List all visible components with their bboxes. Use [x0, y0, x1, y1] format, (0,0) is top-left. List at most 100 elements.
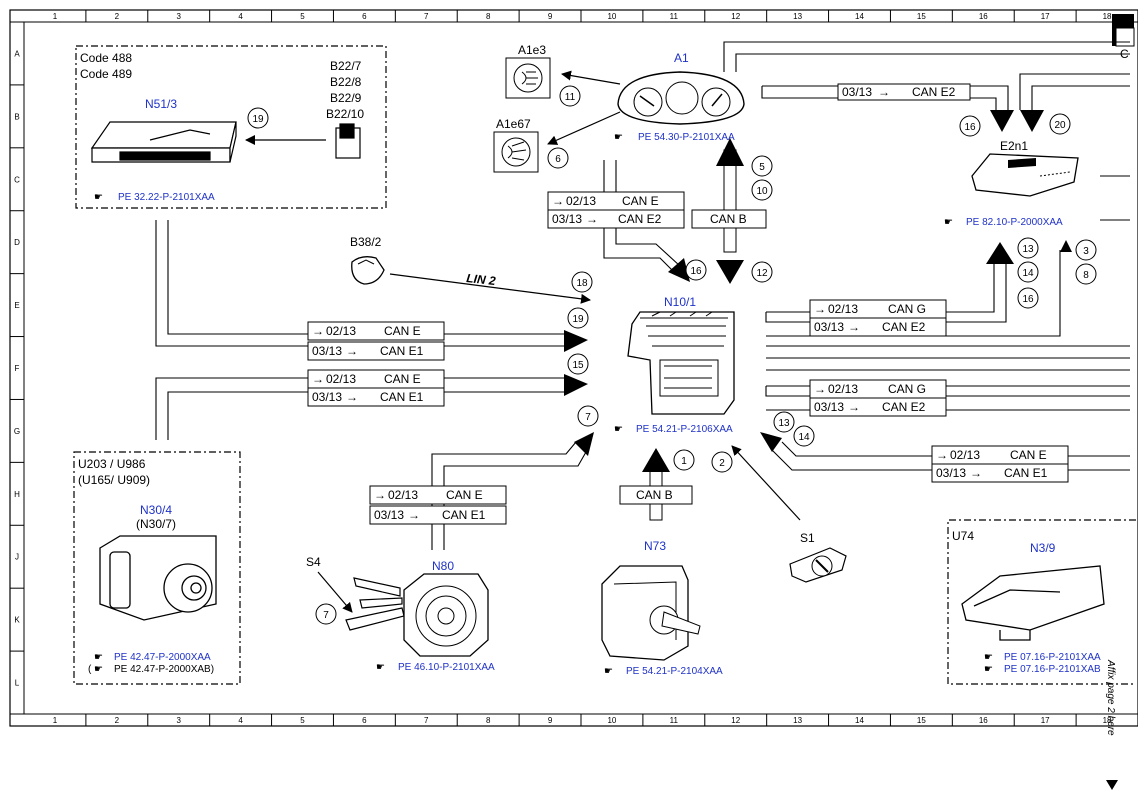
manual-icon: ☛	[94, 664, 103, 675]
n3-9-label: N3/9	[1030, 541, 1056, 555]
bus-name-label: CAN E1	[1004, 466, 1048, 480]
column-number: 7	[424, 12, 429, 21]
manual-icon: ☛	[614, 132, 623, 143]
callout-20: 20	[1054, 120, 1066, 131]
a1-ref: PE 54.30-P-2101XAA	[638, 132, 735, 143]
row-letter: B	[14, 112, 19, 121]
code-488-label: Code 488	[80, 51, 132, 65]
arrow-glyph: →	[814, 382, 826, 396]
b22-8-label: B22/8	[330, 75, 362, 89]
u74-label: U74	[952, 529, 974, 543]
manual-icon: ☛	[604, 666, 613, 677]
u203-label: U203 / U986	[78, 457, 146, 471]
column-number: 14	[855, 12, 864, 21]
a1e67-label: A1e67	[496, 117, 531, 131]
b22-7-label: B22/7	[330, 59, 362, 73]
row-letter: E	[14, 301, 19, 310]
n3-9-box: U74 N3/9 ☛ PE 07.16-P-2101XAA ☛ PE 07.16…	[947, 519, 1136, 685]
arrow-glyph: →	[346, 344, 358, 358]
a1e67-lamp: A1e67	[493, 117, 539, 173]
bus-label-n30-n10: → 02/13 CAN E 03/13 → CAN E1	[307, 369, 445, 407]
manual-icon: ☛	[376, 662, 385, 673]
arrow-e2n1-20	[1020, 110, 1044, 132]
bus-name-label: CAN E1	[442, 508, 486, 522]
callout-19: 19	[572, 314, 584, 325]
arrow-glyph: →	[312, 372, 324, 386]
arrow-glyph: →	[814, 302, 826, 316]
bus-name-label: CAN B	[710, 212, 747, 226]
column-number: 2	[115, 716, 120, 725]
s1-label: S1	[800, 531, 815, 545]
arrow-glyph: →	[848, 320, 860, 334]
column-number: 15	[917, 716, 926, 725]
bus-name-label: CAN E1	[380, 390, 424, 404]
a1-instrument-cluster: A1 ☛ PE 54.30-P-2101XAA	[614, 51, 745, 143]
column-number: 5	[300, 716, 305, 725]
date-label: 02/13	[828, 302, 858, 316]
column-number: 8	[486, 716, 491, 725]
bus-name-label: CAN B	[636, 488, 673, 502]
column-number: 13	[793, 12, 802, 21]
code-489-label: Code 489	[80, 67, 132, 81]
callout-8: 8	[1083, 270, 1089, 281]
n73-label: N73	[644, 539, 666, 553]
callout-7-b: 7	[323, 610, 329, 621]
callout-1: 1	[681, 456, 687, 467]
date-label: 03/13	[842, 85, 872, 99]
callout-16-b: 16	[964, 122, 976, 133]
affix-note: Affix page 2 here	[1105, 659, 1116, 736]
bus-name-label: CAN E2	[618, 212, 662, 226]
column-number: 3	[176, 12, 181, 21]
n80-steering-column-module: N80 ☛ PE 46.10-P-2101XAA	[376, 559, 495, 673]
callout-6: 6	[555, 154, 561, 165]
arrow-glyph: →	[374, 488, 386, 502]
column-number: 15	[917, 12, 926, 21]
b38-2-sensor: B38/2	[350, 235, 385, 285]
manual-icon: ☛	[94, 192, 103, 203]
column-number: 16	[979, 716, 988, 725]
row-letter: L	[15, 679, 20, 688]
date-label: 02/13	[566, 194, 596, 208]
column-number: 6	[362, 12, 367, 21]
column-number: 12	[731, 716, 740, 725]
n30-4-label: N30/4	[140, 503, 172, 517]
column-number: 16	[979, 12, 988, 21]
manual-icon: ☛	[944, 217, 953, 228]
date-label: 03/13	[312, 344, 342, 358]
bus-name-label: CAN G	[888, 302, 926, 316]
b22-9-label: B22/9	[330, 91, 362, 105]
column-number: 11	[670, 716, 679, 725]
n3-9-ref-1: PE 07.16-P-2101XAA	[1004, 652, 1101, 663]
callout-19-top: 19	[252, 114, 264, 125]
callout-14-a: 14	[1022, 268, 1034, 279]
bus-right-trunk	[766, 345, 1130, 371]
bus-name-label: CAN E	[384, 372, 421, 386]
column-number: 18	[1103, 716, 1112, 725]
n51-3-ref: PE 32.22-P-2101XAA	[118, 192, 215, 203]
row-letter: G	[14, 427, 20, 436]
n80-ref: PE 46.10-P-2101XAA	[398, 662, 495, 673]
date-label: 03/13	[936, 466, 966, 480]
row-letter: J	[15, 553, 19, 562]
callout-10: 10	[756, 186, 768, 197]
n10-1-label: N10/1	[664, 295, 696, 309]
date-label: 03/13	[374, 508, 404, 522]
b22-sensor-icon	[335, 123, 361, 159]
manual-icon: ☛	[984, 652, 993, 663]
arrow-glyph: →	[408, 508, 420, 522]
column-number: 17	[1041, 716, 1050, 725]
a1e3-label: A1e3	[518, 43, 546, 57]
callout-18: 18	[576, 278, 588, 289]
bus-label-a1-e2n1: 03/13 → CAN E2	[837, 83, 971, 101]
column-number: 7	[424, 716, 429, 725]
column-number: 14	[855, 716, 864, 725]
n10-1-ref: PE 54.21-P-2106XAA	[636, 424, 733, 435]
bus-name-label: CAN G	[888, 382, 926, 396]
bus-name-label: CAN E	[1010, 448, 1047, 462]
callout-3: 3	[1083, 246, 1089, 257]
callout-14-b: 14	[798, 432, 810, 443]
a1e3-lamp: A1e3	[505, 43, 551, 99]
callout-15: 15	[572, 360, 584, 371]
